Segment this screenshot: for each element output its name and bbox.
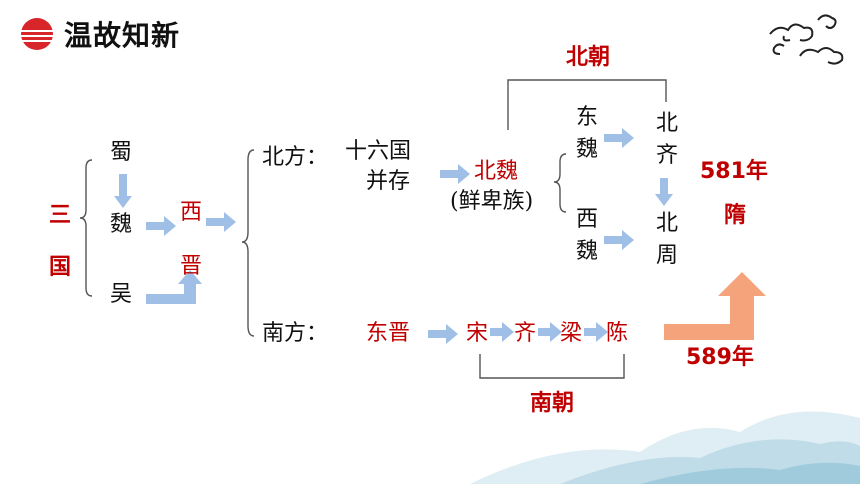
label-song: 宋 [466,321,489,346]
red-sun-icon [19,18,55,50]
label-sixteen-kingdoms-1: 十六国 [345,139,412,164]
label-dongjin: 东晋 [366,321,411,346]
arrow-dongwei-beiqi [604,128,634,148]
label-xianbei: (鲜卑族) [450,189,534,214]
cloud-icon [769,14,844,65]
label-qi: 齐 [514,321,537,346]
diagram-lines [79,79,667,379]
label-north: 北方： [262,145,329,170]
arrow-song-qi [490,322,514,342]
label-liang: 梁 [560,321,583,346]
label-xijin: 西晋 [179,200,202,279]
label-beiqi: 北齐 [655,111,678,168]
arrow-wu-xijin [146,270,202,304]
label-sui: 隋 [724,203,747,228]
label-wei: 魏 [110,212,133,237]
arrow-qi-liang [538,322,562,342]
label-beizhou: 北周 [655,211,678,268]
arrow-liang-chen [584,322,608,342]
label-nanchao: 南朝 [530,391,575,416]
label-beichao: 北朝 [566,45,611,70]
arrow-sixteen-beiwei [440,164,470,184]
arrow-wei-xijin [146,216,176,236]
arrow-shu-wei [114,174,132,208]
label-south: 南方： [262,321,329,346]
blue-arrows [114,128,673,344]
label-wu: 吴 [110,282,133,307]
page-title: 温故知新 [64,19,181,52]
label-sanguo: 三国 [48,203,71,280]
arrow-orange-unify [664,272,766,340]
label-xiwei: 西魏 [575,207,598,264]
label-beiwei: 北魏 [474,159,519,184]
label-chen: 陈 [606,321,629,346]
label-year-581: 581年 [700,159,768,184]
label-sixteen-kingdoms-2: 并存 [366,169,411,194]
arrow-xijin-brace [206,212,236,232]
arrow-beiqi-beizhou [655,178,673,206]
label-dongwei: 东魏 [575,105,598,162]
label-shu: 蜀 [110,140,133,165]
label-year-589: 589年 [686,345,754,370]
arrow-dongjin-song [428,324,458,344]
mountain-landscape [470,411,860,484]
arrow-xiwei-beizhou [604,230,634,250]
